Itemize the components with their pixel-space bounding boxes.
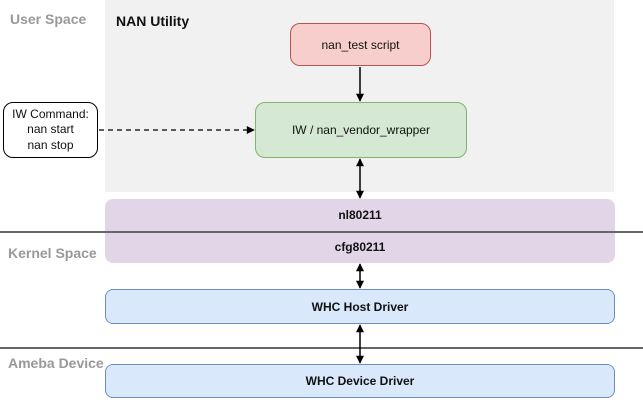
- user-space-label: User Space: [10, 11, 87, 27]
- whc-device-driver-label: WHC Device Driver: [305, 374, 415, 388]
- cfg80211-label: cfg80211: [334, 240, 386, 254]
- nan-utility-title: NAN Utility: [116, 13, 190, 29]
- iw-command-line3: nan stop: [27, 137, 74, 152]
- iw-vendor-wrapper-label: IW / nan_vendor_wrapper: [291, 123, 431, 137]
- iw-command-callout: IW Command: nan start nan stop: [3, 102, 98, 158]
- whc-device-driver-node: WHC Device Driver: [105, 364, 615, 398]
- nan-test-script-node: nan_test script: [290, 23, 431, 66]
- iw-command-line2: nan start: [27, 122, 74, 137]
- iw-vendor-wrapper-node: IW / nan_vendor_wrapper: [255, 102, 467, 158]
- kernel-space-divider-line: [0, 231, 643, 233]
- ameba-device-divider-line: [0, 347, 643, 349]
- kernel-space-label: Kernel Space: [8, 245, 97, 261]
- iw-command-line1: IW Command:: [12, 106, 89, 121]
- nl80211-label: nl80211: [338, 208, 382, 222]
- ameba-device-label: Ameba Device: [8, 355, 104, 371]
- whc-host-driver-label: WHC Host Driver: [311, 299, 409, 314]
- nan-test-script-label: nan_test script: [321, 37, 400, 52]
- whc-host-driver-node: WHC Host Driver: [105, 289, 615, 324]
